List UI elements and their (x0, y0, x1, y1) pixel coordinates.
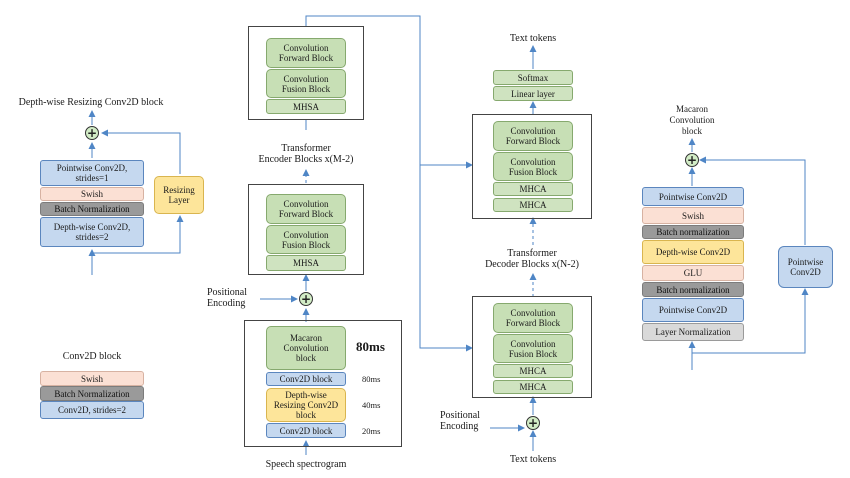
softmax-block: Softmax (493, 70, 573, 85)
macaron-batch-normalization-bottom: Batch normalization (642, 282, 744, 297)
encoder-lower-mhsa-block: MHSA (266, 255, 346, 271)
frontend-conv2d-top-rate: 80ms (362, 374, 381, 384)
macaron-layer-normalization-block: Layer Normalization (642, 323, 744, 341)
decoder-upper-mhca-block-1: MHCA (493, 182, 573, 196)
frontend-frame (244, 320, 402, 447)
macaron-batch-normalization-top: Batch normalization (642, 225, 744, 239)
frontend-resizing-rate: 40ms (362, 400, 381, 410)
macaron-pointwise-conv2d-top: Pointwise Conv2D (642, 187, 744, 206)
encoder-lower-frame (248, 184, 364, 275)
pointwise-conv2d-block: Pointwise Conv2D, strides=1 (40, 160, 144, 186)
frontend-macaron-block: Macaron Convolution block (266, 326, 346, 370)
macaron-pointwise-conv2d-bottom: Pointwise Conv2D (642, 298, 744, 322)
decoder-input-label: Text tokens (509, 454, 557, 465)
decoder-upper-convolution-forward-block: Convolution Forward Block (493, 121, 573, 151)
plus-circle-icon: + (526, 416, 540, 430)
encoder-upper-frame (248, 26, 364, 120)
frontend-conv2d-bottom-rate: 20ms (362, 426, 381, 436)
linear-layer-block: Linear layer (493, 86, 573, 101)
macaron-depthwise-conv2d-block: Depth-wise Conv2D (642, 240, 744, 264)
macaron-glu-block: GLU (642, 265, 744, 281)
decoder-upper-convolution-fusion-block: Convolution Fusion Block (493, 152, 573, 181)
macaron-block-title: Macaron Convolution block (669, 104, 715, 136)
encoder-lower-convolution-fusion-block: Convolution Fusion Block (266, 225, 346, 254)
decoder-positional-encoding-label: Positional Encoding (440, 410, 481, 432)
speech-spectrogram-label: Speech spectrogram (265, 459, 347, 470)
frontend-conv2d-block-bottom: Conv2D block (266, 423, 346, 438)
batch-normalization-block: Batch Normalization (40, 202, 144, 216)
macaron-skip-pointwise-conv2d: Pointwise Conv2D (778, 246, 833, 288)
decoder-lower-frame (472, 296, 592, 398)
encoder-upper-convolution-forward-block: Convolution Forward Block (266, 38, 346, 68)
macaron-swish-block: Swish (642, 207, 744, 224)
conv2d-block-title: Conv2D block (62, 351, 122, 362)
frontend-conv2d-block-top: Conv2D block (266, 372, 346, 386)
decoder-lower-convolution-fusion-block: Convolution Fusion Block (493, 334, 573, 363)
encoder-upper-mhsa-block: MHSA (266, 99, 346, 114)
encoder-lower-convolution-forward-block: Convolution Forward Block (266, 194, 346, 224)
decoder-upper-frame (472, 114, 592, 219)
decoder-lower-mhca-block-1: MHCA (493, 364, 573, 378)
swish-block: Swish (40, 187, 144, 201)
decoder-output-label: Text tokens (509, 33, 557, 44)
frontend-macaron-rate: 80ms (356, 339, 385, 354)
conv2d-stride-block: Conv2D, strides=2 (40, 401, 144, 419)
encoder-positional-encoding-label: Positional Encoding (207, 287, 248, 309)
encoder-upper-convolution-fusion-block: Convolution Fusion Block (266, 69, 346, 98)
resizing-block-title: Depth-wise Resizing Conv2D block (18, 97, 164, 108)
decoder-lower-mhca-block-2: MHCA (493, 380, 573, 394)
depthwise-conv2d-block: Depth-wise Conv2D, strides=2 (40, 217, 144, 247)
plus-circle-icon: + (85, 126, 99, 140)
frontend-resizing-block: Depth-wise Resizing Conv2D block (266, 388, 346, 422)
plus-circle-icon: + (299, 292, 313, 306)
conv2d-batch-normalization-block: Batch Normalization (40, 386, 144, 401)
decoder-stack-label: Transformer Decoder Blocks x(N-2) (485, 248, 579, 270)
decoder-lower-convolution-forward-block: Convolution Forward Block (493, 303, 573, 333)
decoder-upper-mhca-block-2: MHCA (493, 198, 573, 212)
encoder-stack-label: Transformer Encoder Blocks x(M-2) (258, 143, 354, 165)
plus-circle-icon: + (685, 153, 699, 167)
conv2d-swish-block: Swish (40, 371, 144, 386)
resizing-layer-block: Resizing Layer (154, 176, 204, 214)
